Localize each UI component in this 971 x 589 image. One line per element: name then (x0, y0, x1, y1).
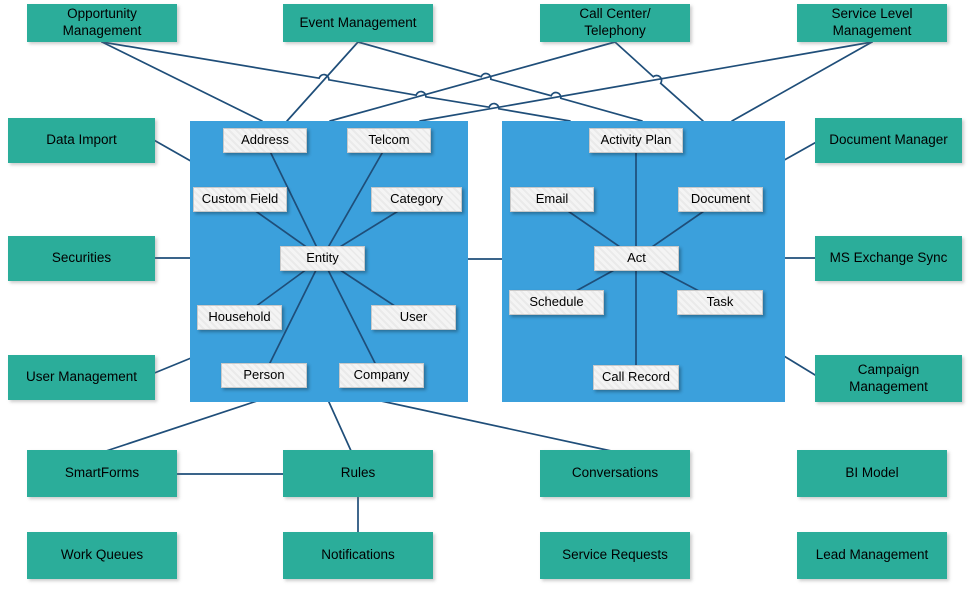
edge-servicelevel-entity-panel (419, 41, 873, 122)
edge-servicelevel-activity-panel (731, 41, 873, 122)
module-campaign-management: Campaign Management (815, 355, 962, 402)
edge-panel-conversations (380, 400, 617, 453)
module-work-queues: Work Queues (27, 532, 177, 579)
module-smartforms: SmartForms (27, 450, 177, 497)
activity-node-document: Document (678, 187, 763, 212)
entity-node-telcom: Telcom (347, 128, 431, 153)
module-opportunity-management: Opportunity Management (27, 4, 177, 42)
entity-node-company: Company (339, 363, 424, 388)
module-securities: Securities (8, 236, 155, 281)
entity-node-person: Person (221, 363, 307, 388)
edge-panel-smartforms (102, 399, 261, 453)
module-event-management: Event Management (283, 4, 433, 42)
edge-panel-documentmanager (778, 139, 821, 164)
module-service-level-management: Service Level Management (797, 4, 947, 42)
entity-node-category: Category (371, 187, 462, 212)
entity-node-user: User (371, 305, 456, 330)
activity-node-activity-plan: Activity Plan (589, 128, 683, 153)
entity-node-address: Address (223, 128, 307, 153)
activity-node-task: Task (677, 290, 763, 315)
activity-node-act: Act (594, 246, 679, 271)
edge-event-entity-panel (286, 41, 359, 122)
module-service-requests: Service Requests (540, 532, 690, 579)
module-user-management: User Management (8, 355, 155, 400)
entity-node-custom-field: Custom Field (193, 187, 287, 212)
edge-event-activity-panel (357, 41, 643, 122)
module-notifications: Notifications (283, 532, 433, 579)
module-data-import: Data Import (8, 118, 155, 163)
module-document-manager: Document Manager (815, 118, 962, 163)
module-conversations: Conversations (540, 450, 690, 497)
edge-panel-campaign (778, 352, 821, 379)
edge-callcenter-activity-panel (614, 41, 704, 122)
activity-node-schedule: Schedule (509, 290, 604, 315)
entity-node-household: Household (197, 305, 282, 330)
activity-node-call-record: Call Record (593, 365, 679, 390)
module-bi-model: BI Model (797, 450, 947, 497)
entity-node-entity: Entity (280, 246, 365, 271)
activity-node-email: Email (510, 187, 594, 212)
edge-opportunity-entity-panel (101, 41, 263, 122)
module-call-center-telephony: Call Center/ Telephony (540, 4, 690, 42)
module-lead-management: Lead Management (797, 532, 947, 579)
edge-callcenter-entity-panel (329, 41, 616, 122)
edge-panel-rules (327, 399, 353, 454)
module-rules: Rules (283, 450, 433, 497)
module-ms-exchange-sync: MS Exchange Sync (815, 236, 962, 281)
edge-opportunity-activity-panel (101, 41, 571, 122)
